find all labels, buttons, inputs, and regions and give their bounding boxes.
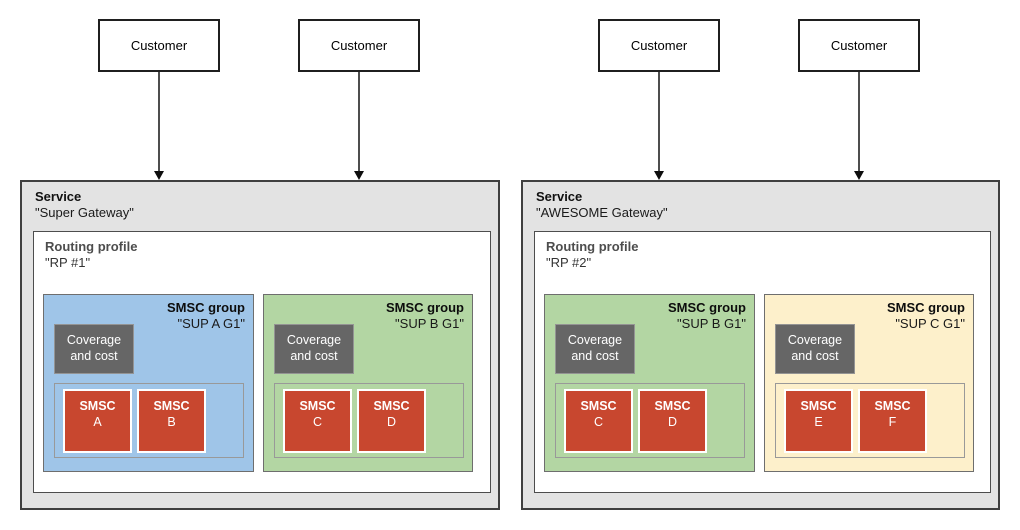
service-box-awesome-gateway: Service "AWESOME Gateway" Routing profil… (521, 180, 1000, 510)
routing-profile-box: Routing profile "RP #2" SMSC group "SUP … (534, 231, 991, 493)
smsc-label: SMSC (654, 399, 691, 413)
smsc-box: SMSC D (638, 389, 707, 453)
smsc-box: SMSC A (63, 389, 132, 453)
smsc-group-box-sup-b-g1: SMSC group "SUP B G1" Coverage and cost … (544, 294, 755, 472)
smsc-container: SMSC C SMSC D (274, 383, 464, 458)
coverage-and-cost-box: Coverage and cost (775, 324, 855, 374)
arrow-head-icon (854, 171, 864, 180)
smsc-id: B (167, 415, 176, 429)
smsc-box: SMSC F (858, 389, 927, 453)
smsc-container: SMSC A SMSC B (54, 383, 244, 458)
service-name: "AWESOME Gateway" (536, 205, 668, 220)
smsc-group-title: SMSC group (668, 300, 746, 315)
smsc-id: D (386, 415, 397, 429)
arrow-line (658, 72, 660, 172)
smsc-label: SMSC (153, 399, 190, 413)
service-box-super-gateway: Service "Super Gateway" Routing profile … (20, 180, 500, 510)
smsc-group-title: SMSC group (386, 300, 464, 315)
smsc-container: SMSC C SMSC D (555, 383, 745, 458)
smsc-group-title: SMSC group (167, 300, 245, 315)
arrow-line (858, 72, 860, 172)
coverage-and-cost-label: Coverage and cost (567, 333, 623, 363)
routing-profile-title: Routing profile (45, 239, 138, 254)
smsc-id: A (93, 415, 102, 429)
customer-box: Customer (598, 19, 720, 72)
service-label: Service "Super Gateway" (35, 189, 134, 221)
smsc-group-name: "SUP B G1" (395, 316, 464, 331)
arrow-head-icon (654, 171, 664, 180)
smsc-id: D (667, 415, 678, 429)
routing-profile-name: "RP #2" (546, 255, 592, 270)
customer-box: Customer (798, 19, 920, 72)
smsc-group-header: SMSC group "SUP A G1" (167, 300, 245, 332)
routing-profile-box: Routing profile "RP #1" SMSC group "SUP … (33, 231, 491, 493)
smsc-id: C (312, 415, 323, 429)
routing-profile-title: Routing profile (546, 239, 639, 254)
coverage-and-cost-label: Coverage and cost (787, 333, 843, 363)
smsc-group-title: SMSC group (887, 300, 965, 315)
smsc-group-box-sup-b-g1: SMSC group "SUP B G1" Coverage and cost … (263, 294, 473, 472)
smsc-group-header: SMSC group "SUP B G1" (386, 300, 464, 332)
coverage-and-cost-box: Coverage and cost (274, 324, 354, 374)
smsc-group-header: SMSC group "SUP B G1" (668, 300, 746, 332)
arrow-head-icon (154, 171, 164, 180)
service-title: Service (536, 189, 583, 204)
smsc-group-name: "SUP A G1" (177, 316, 245, 331)
smsc-container: SMSC E SMSC F (775, 383, 965, 458)
routing-profile-label: Routing profile "RP #2" (546, 239, 638, 271)
customer-label: Customer (630, 38, 688, 53)
service-name: "Super Gateway" (35, 205, 134, 220)
arrow-line (158, 72, 160, 172)
smsc-id: F (888, 415, 897, 429)
coverage-and-cost-label: Coverage and cost (66, 333, 122, 363)
customer-box: Customer (298, 19, 420, 72)
routing-profile-name: "RP #1" (45, 255, 91, 270)
customer-label: Customer (130, 38, 188, 53)
smsc-label: SMSC (580, 399, 617, 413)
smsc-group-name: "SUP B G1" (677, 316, 746, 331)
service-label: Service "AWESOME Gateway" (536, 189, 668, 221)
coverage-and-cost-box: Coverage and cost (555, 324, 635, 374)
smsc-group-box-sup-a-g1: SMSC group "SUP A G1" Coverage and cost … (43, 294, 254, 472)
arrow-line (358, 72, 360, 172)
smsc-label: SMSC (373, 399, 410, 413)
smsc-group-name: "SUP C G1" (895, 316, 965, 331)
smsc-label: SMSC (800, 399, 837, 413)
customer-label: Customer (830, 38, 888, 53)
smsc-group-box-sup-c-g1: SMSC group "SUP C G1" Coverage and cost … (764, 294, 974, 472)
smsc-box: SMSC B (137, 389, 206, 453)
customer-box: Customer (98, 19, 220, 72)
smsc-box: SMSC C (564, 389, 633, 453)
coverage-and-cost-label: Coverage and cost (286, 333, 342, 363)
smsc-id: E (814, 415, 823, 429)
smsc-box: SMSC E (784, 389, 853, 453)
routing-profile-label: Routing profile "RP #1" (45, 239, 137, 271)
smsc-label: SMSC (874, 399, 911, 413)
customer-label: Customer (330, 38, 388, 53)
smsc-box: SMSC D (357, 389, 426, 453)
arrow-head-icon (354, 171, 364, 180)
service-title: Service (35, 189, 82, 204)
smsc-label: SMSC (299, 399, 336, 413)
coverage-and-cost-box: Coverage and cost (54, 324, 134, 374)
smsc-group-header: SMSC group "SUP C G1" (887, 300, 965, 332)
smsc-box: SMSC C (283, 389, 352, 453)
smsc-id: C (593, 415, 604, 429)
smsc-label: SMSC (79, 399, 116, 413)
